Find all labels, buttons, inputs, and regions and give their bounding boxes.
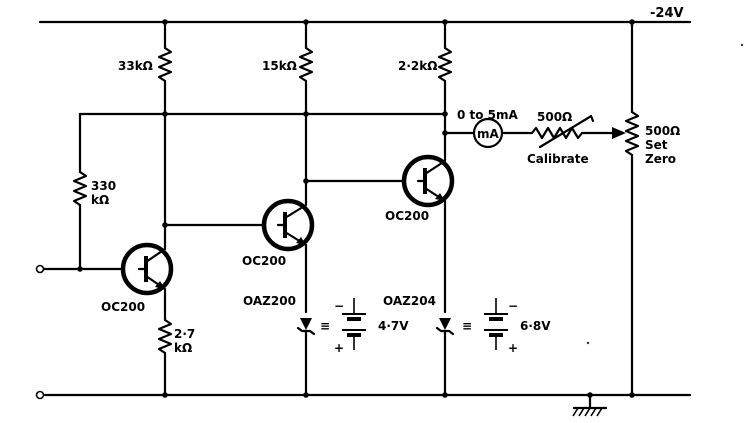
battery-2-minus: − (508, 299, 518, 313)
resistor-330k-value: 330 (91, 179, 116, 193)
milliammeter-symbol: mA (477, 127, 500, 141)
battery-1-minus: − (334, 299, 344, 313)
calibrate-label: Calibrate (527, 152, 589, 166)
resistor-33k-label: 33kΩ (118, 59, 153, 73)
transistor-1-label: OC200 (101, 300, 145, 314)
calibrate-resistor-value: 500Ω (537, 110, 572, 124)
resistor-330k-unit: kΩ (91, 193, 109, 207)
zener-2-equiv-sign: ≡ (462, 319, 472, 333)
set-zero-potentiometer (624, 20, 640, 397)
ground-terminal[interactable] (35, 390, 45, 400)
resistor-2k2-label: 2·2kΩ (398, 59, 437, 73)
transistor-1 (78, 112, 174, 308)
battery-2-voltage: 6·8V (520, 319, 551, 333)
earth-symbol (572, 393, 608, 417)
zener-1-equiv-sign: ≡ (320, 319, 330, 333)
transistor-3-label: OC200 (385, 209, 429, 223)
zener-diode-2 (435, 318, 455, 397)
resistor-33k (157, 20, 173, 116)
resistor-2k7 (157, 304, 173, 397)
calibrate-variable-resistor (530, 114, 626, 149)
meter-range-label: 0 to 5mA (457, 108, 519, 122)
battery-1-symbol (342, 298, 366, 350)
zener-1-label: OAZ200 (243, 294, 296, 308)
resistor-15k (298, 20, 314, 116)
resistor-2k7-unit: kΩ (174, 341, 192, 355)
set-zero-line2: Zero (645, 152, 676, 166)
zener-2-label: OAZ204 (383, 294, 436, 308)
battery-1-plus: + (334, 341, 344, 355)
scan-speck (586, 341, 590, 345)
battery-2-symbol (484, 298, 508, 350)
supply-label: -24V (650, 6, 684, 21)
set-zero-value: 500Ω (645, 124, 680, 138)
transistor-2 (163, 112, 315, 314)
resistor-330k (72, 112, 88, 271)
zener-diode-1 (296, 318, 316, 397)
transistor-2-label: OC200 (242, 254, 286, 268)
battery-2-plus: + (508, 341, 518, 355)
battery-1-voltage: 4·7V (378, 319, 409, 333)
input-terminal[interactable] (35, 264, 45, 274)
resistor-15k-label: 15kΩ (262, 59, 297, 73)
milliammeter (472, 117, 504, 149)
scan-speck (740, 43, 744, 47)
resistor-2k7-value: 2·7 (174, 327, 195, 341)
transistor-3 (304, 112, 455, 314)
set-zero-line1: Set (645, 138, 668, 152)
resistor-2k2 (437, 20, 453, 116)
